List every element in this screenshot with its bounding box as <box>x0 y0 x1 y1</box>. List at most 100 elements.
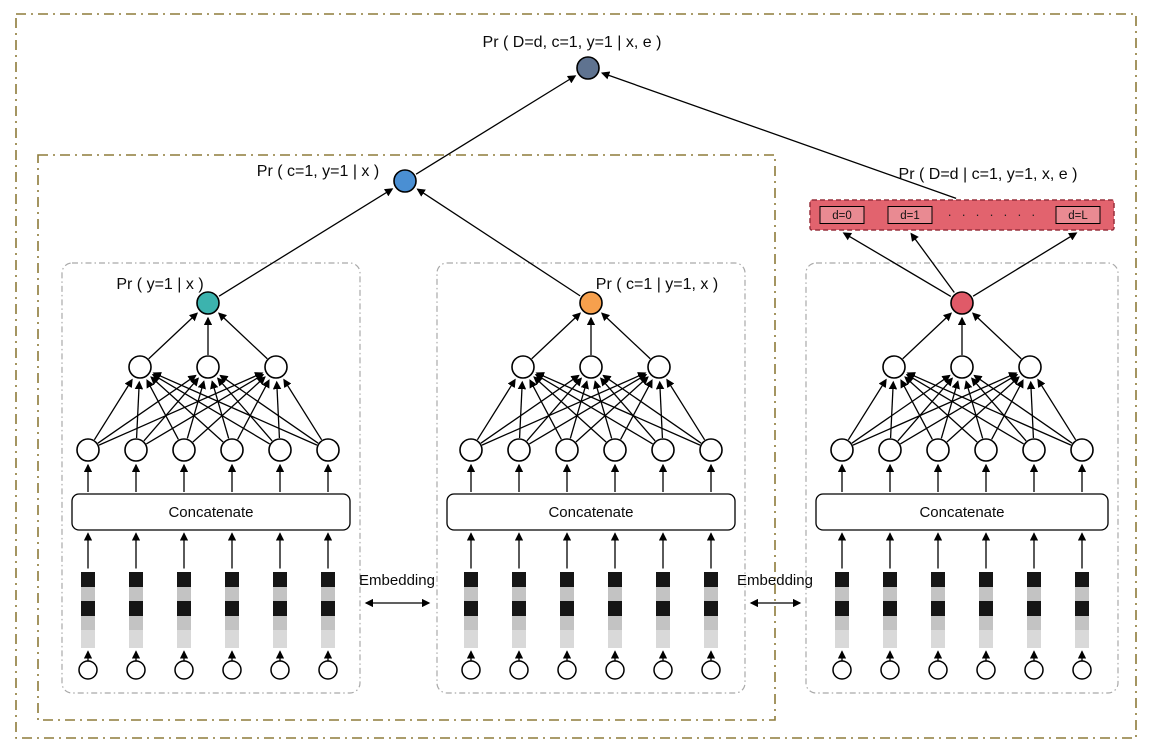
embedding-bar-segment <box>177 630 191 648</box>
connection-arrow <box>620 379 653 440</box>
connection-arrow <box>599 377 656 442</box>
concatenate-label: Concatenate <box>919 504 1004 521</box>
connection-arrow <box>148 312 198 360</box>
connection-arrow <box>416 188 581 297</box>
embedding-bar-segment <box>656 616 670 630</box>
embedding-bar <box>321 572 335 648</box>
concatenate-box <box>446 493 736 531</box>
subnet-box-c <box>436 262 746 694</box>
domain-box-L <box>1055 206 1101 224</box>
embedding-bar-segment <box>979 630 993 648</box>
connection-arrow <box>481 372 647 446</box>
embedding-bar-segment <box>1027 630 1041 648</box>
embedding-bar-segment <box>81 587 95 601</box>
embedding-label: Embedding <box>737 572 813 589</box>
embedding-bar-segment <box>608 616 622 630</box>
hidden-node <box>1070 438 1094 462</box>
hidden-node <box>316 438 340 462</box>
connection-arrow <box>904 376 978 443</box>
embedding-bar-segment <box>225 601 239 616</box>
subnet-box-d <box>805 262 1119 694</box>
connection-arrow <box>600 312 651 360</box>
embedding-bar-segment <box>560 587 574 601</box>
connection-arrow <box>900 379 933 440</box>
connection-arrow <box>186 380 206 439</box>
embedding-bar-segment <box>979 601 993 616</box>
hidden-node <box>124 438 148 462</box>
connection-arrow <box>218 188 394 297</box>
embedding-bar-segment <box>464 572 478 587</box>
connection-arrow <box>218 312 268 360</box>
embedding-bar-segment <box>273 630 287 648</box>
embedding-bar-segment <box>656 572 670 587</box>
connection-arrow <box>906 372 1072 446</box>
subnet-y <box>71 312 351 680</box>
embedding-bar-segment <box>512 616 526 630</box>
hidden-node <box>268 438 292 462</box>
y-output-node <box>196 291 220 315</box>
embedding-bar-segment <box>273 616 287 630</box>
input-node <box>1072 660 1092 680</box>
input-node <box>976 660 996 680</box>
embedding-bar-segment <box>81 616 95 630</box>
embedding-bar-segment <box>225 587 239 601</box>
subnet-arrows <box>83 312 333 661</box>
embedding-bar-segment <box>129 630 143 648</box>
input-node <box>270 660 290 680</box>
joint-probability-label: Pr ( c=1, y=1 | x ) <box>257 163 379 180</box>
connection-arrow <box>666 378 706 441</box>
hidden-node <box>507 438 531 462</box>
y-probability-label: Pr ( y=1 | x ) <box>116 276 203 293</box>
embedding-bar-segment <box>883 616 897 630</box>
hidden-node <box>1018 355 1042 379</box>
embedding-bar-segment <box>321 601 335 616</box>
network-layer <box>71 71 1109 680</box>
embedding-bar <box>835 572 849 648</box>
connection-arrow <box>964 380 984 439</box>
connection-arrow <box>600 71 957 199</box>
hidden-node <box>220 438 244 462</box>
input-node <box>78 660 98 680</box>
c-probability-label: Pr ( c=1 | y=1, x ) <box>596 276 718 293</box>
embedding-bar-segment <box>177 601 191 616</box>
embedding-bar-segment <box>1027 601 1041 616</box>
embedding-bar-segment <box>321 630 335 648</box>
embedding-bar-segment <box>883 572 897 587</box>
connection-arrow <box>946 376 1020 443</box>
concatenate-label: Concatenate <box>548 504 633 521</box>
embedding-bar-segment <box>931 587 945 601</box>
domain-dots: · · · · · · · <box>948 207 1039 222</box>
embedding-bar-segment <box>129 587 143 601</box>
embedding-bar <box>512 572 526 648</box>
input-node <box>832 660 852 680</box>
embedding-bar-segment <box>512 630 526 648</box>
embedding-bar-segment <box>129 601 143 616</box>
embedding-bar-segment <box>1075 601 1089 616</box>
embedding-label: Embedding <box>359 572 435 589</box>
connection-arrow <box>905 374 1025 445</box>
joint-group-border <box>37 154 776 721</box>
connection-arrow <box>533 376 607 443</box>
d-output-node <box>950 291 974 315</box>
input-node <box>318 660 338 680</box>
connection-arrow <box>1037 378 1077 441</box>
embedding-bar-segment <box>835 601 849 616</box>
embedding-bar-segment <box>835 616 849 630</box>
connection-arrow <box>219 374 319 444</box>
connection-arrow <box>134 380 144 439</box>
input-node <box>509 660 529 680</box>
subnet-d <box>815 312 1109 680</box>
hidden-node <box>603 438 627 462</box>
hidden-node <box>647 355 671 379</box>
connection-arrow <box>888 380 898 439</box>
embedding-bar <box>608 572 622 648</box>
connection-arrow <box>842 232 952 297</box>
input-node <box>126 660 146 680</box>
embedding-bar-segment <box>321 587 335 601</box>
domain-strip <box>809 199 1115 231</box>
top-output-node <box>576 56 600 80</box>
input-node <box>701 660 721 680</box>
connection-arrow <box>517 380 527 439</box>
input-node <box>880 660 900 680</box>
embedding-bar-segment <box>931 601 945 616</box>
